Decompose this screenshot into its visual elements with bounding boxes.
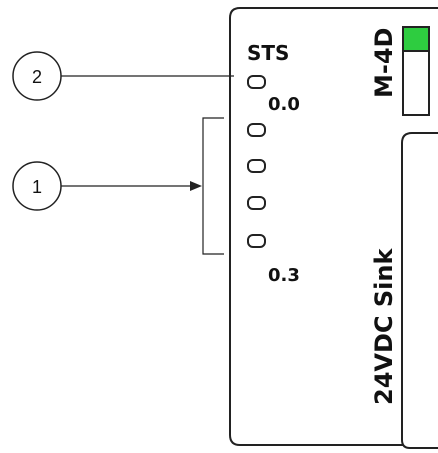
channel-bracket — [202, 117, 224, 255]
channel-led-3 — [247, 234, 266, 248]
callout-1-number: 1 — [32, 177, 42, 197]
channel-led-0 — [247, 123, 266, 137]
callout-1-arrowhead — [190, 181, 202, 191]
indicator-green-block — [402, 26, 430, 52]
channel-first-label: 0.0 — [268, 94, 300, 115]
module-housing — [229, 7, 438, 446]
channel-last-label: 0.3 — [268, 265, 300, 286]
status-label: STS — [247, 41, 289, 65]
indicator-white-block — [402, 49, 430, 116]
model-label: M-4D — [370, 28, 398, 98]
channel-led-1 — [247, 159, 266, 173]
channel-led-2 — [247, 196, 266, 210]
side-label: 24VDC Sink — [370, 248, 398, 405]
status-led — [247, 75, 266, 89]
callout-2-number: 2 — [32, 67, 42, 87]
label-panel — [401, 132, 438, 449]
